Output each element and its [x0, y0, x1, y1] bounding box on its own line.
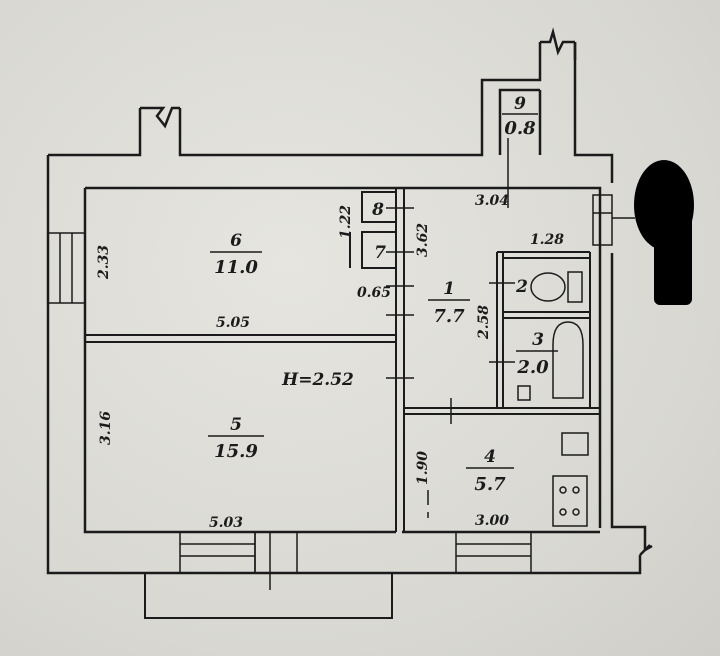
dim-room5-width: 5.03	[209, 515, 243, 531]
bottom-windows	[179, 531, 532, 590]
redaction-mark	[634, 160, 694, 305]
room-8-number: 8	[371, 200, 384, 220]
kitchen-fixtures	[552, 432, 589, 527]
dim-kitchen-width: 3.00	[475, 513, 509, 529]
dim-closet-width: 1.22	[338, 205, 354, 239]
interior-walls	[85, 188, 600, 532]
room-1-number: 1	[443, 279, 455, 299]
door-marks	[386, 138, 515, 518]
dim-bath-length: 2.58	[476, 305, 492, 340]
dim-corridor-width: 3.04	[475, 193, 509, 209]
room-4-area: 5.7	[474, 474, 506, 495]
balcony	[144, 573, 393, 619]
toilet-fixture	[530, 271, 583, 303]
ceiling-height-note: H=2.52	[281, 370, 354, 390]
dim-corridor-length: 3.62	[415, 223, 431, 257]
room-6-number: 6	[230, 231, 242, 251]
room-5-number: 5	[230, 415, 242, 435]
room-4-number: 4	[484, 447, 496, 467]
room-7-number: 7	[374, 243, 386, 263]
right-window	[592, 194, 635, 246]
room-3-number: 3	[532, 330, 544, 350]
room-2-number: 2	[515, 277, 528, 297]
dim-room6-width: 5.05	[216, 315, 250, 331]
dim-closet-depth: 0.65	[357, 285, 391, 301]
room-5-area: 15.9	[214, 441, 258, 462]
room-9-number: 9	[514, 94, 526, 114]
dim-hall-width: 1.28	[530, 232, 564, 248]
bathtub-fixture	[517, 321, 584, 401]
room-6-area: 11.0	[214, 257, 258, 278]
dim-room5-height: 3.16	[98, 411, 114, 445]
room-3-area: 2.0	[516, 357, 549, 378]
dim-kitchen-height: 1.90	[415, 451, 431, 485]
dim-room6-height: 2.33	[96, 245, 112, 280]
room-9-area: 0.8	[504, 118, 536, 139]
left-window	[47, 232, 86, 304]
room-1-area: 7.7	[433, 306, 465, 327]
